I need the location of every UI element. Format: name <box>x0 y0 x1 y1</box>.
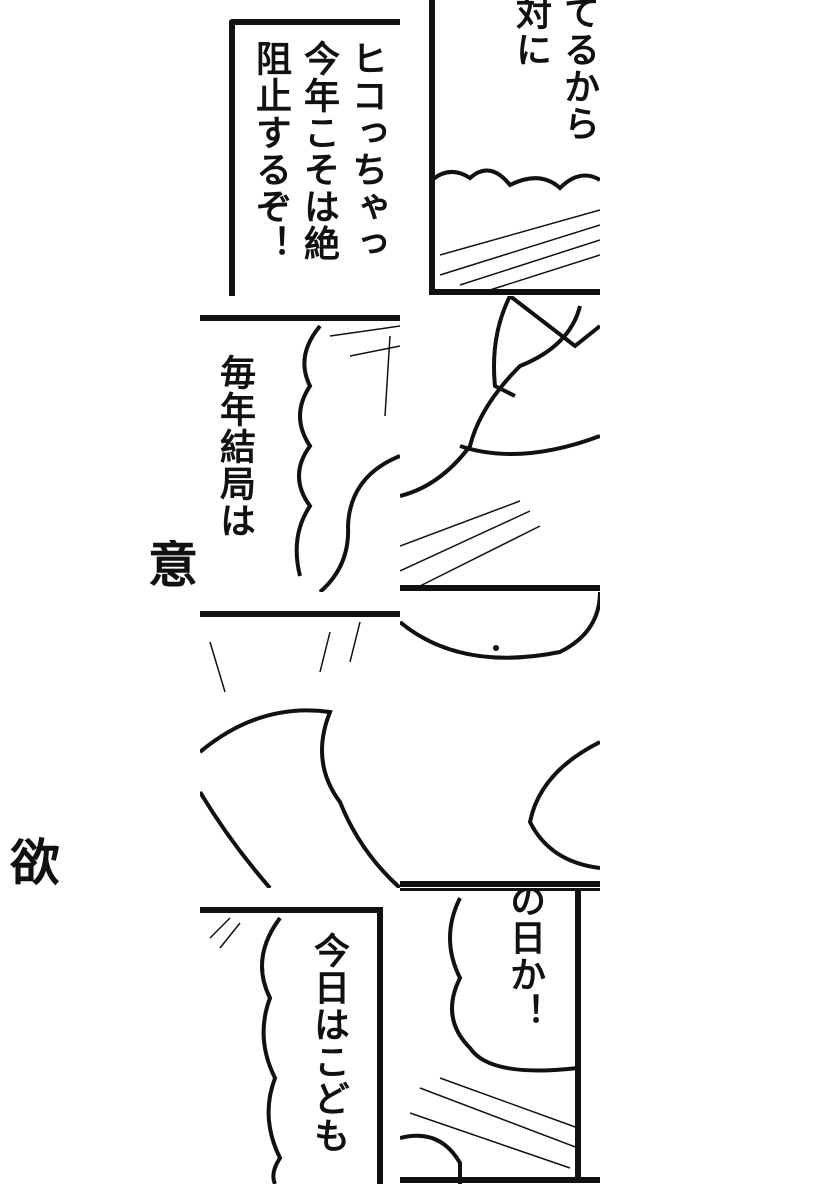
panel-mid-right-art <box>400 296 600 591</box>
panel-top-right-art <box>429 0 600 295</box>
speech-text-mid-left: 毎年結局は <box>214 354 255 539</box>
panel-lower-right <box>400 592 600 888</box>
panel-mid-left: 毎年結局は <box>200 296 400 592</box>
speech-text-top-right: てるから 対に <box>510 0 599 142</box>
speech-text-top-left: ヒコっちゃっ 今年こそは絶 阻止するぞ！ <box>250 40 387 262</box>
fragment-i-character: 意 <box>148 540 198 590</box>
panel-lower-right-art <box>400 592 600 887</box>
panel-mid-right <box>400 296 600 592</box>
panel-lower-left <box>200 592 400 888</box>
panel-mid-left-art <box>200 315 400 592</box>
panel-lower-left-art <box>200 611 400 888</box>
panel-top-left-art <box>229 19 400 296</box>
panel-bottom-left: 今日はこども <box>200 888 400 1184</box>
panel-top-left: ヒコっちゃっ 今年こそは絶 阻止するぞ！ <box>200 0 400 296</box>
speech-text-bottom-right: の日か！ <box>504 888 545 1030</box>
panel-bottom-right-art <box>400 888 600 1184</box>
panel-top-right: てるから 対に <box>400 0 600 296</box>
panel-bottom-left-art <box>200 907 383 1184</box>
panel-bottom-right: の日か！ <box>400 888 600 1184</box>
speech-text-bottom-left: 今日はこども <box>308 932 349 1154</box>
fragment-yoku-text: 欲 <box>10 834 60 892</box>
